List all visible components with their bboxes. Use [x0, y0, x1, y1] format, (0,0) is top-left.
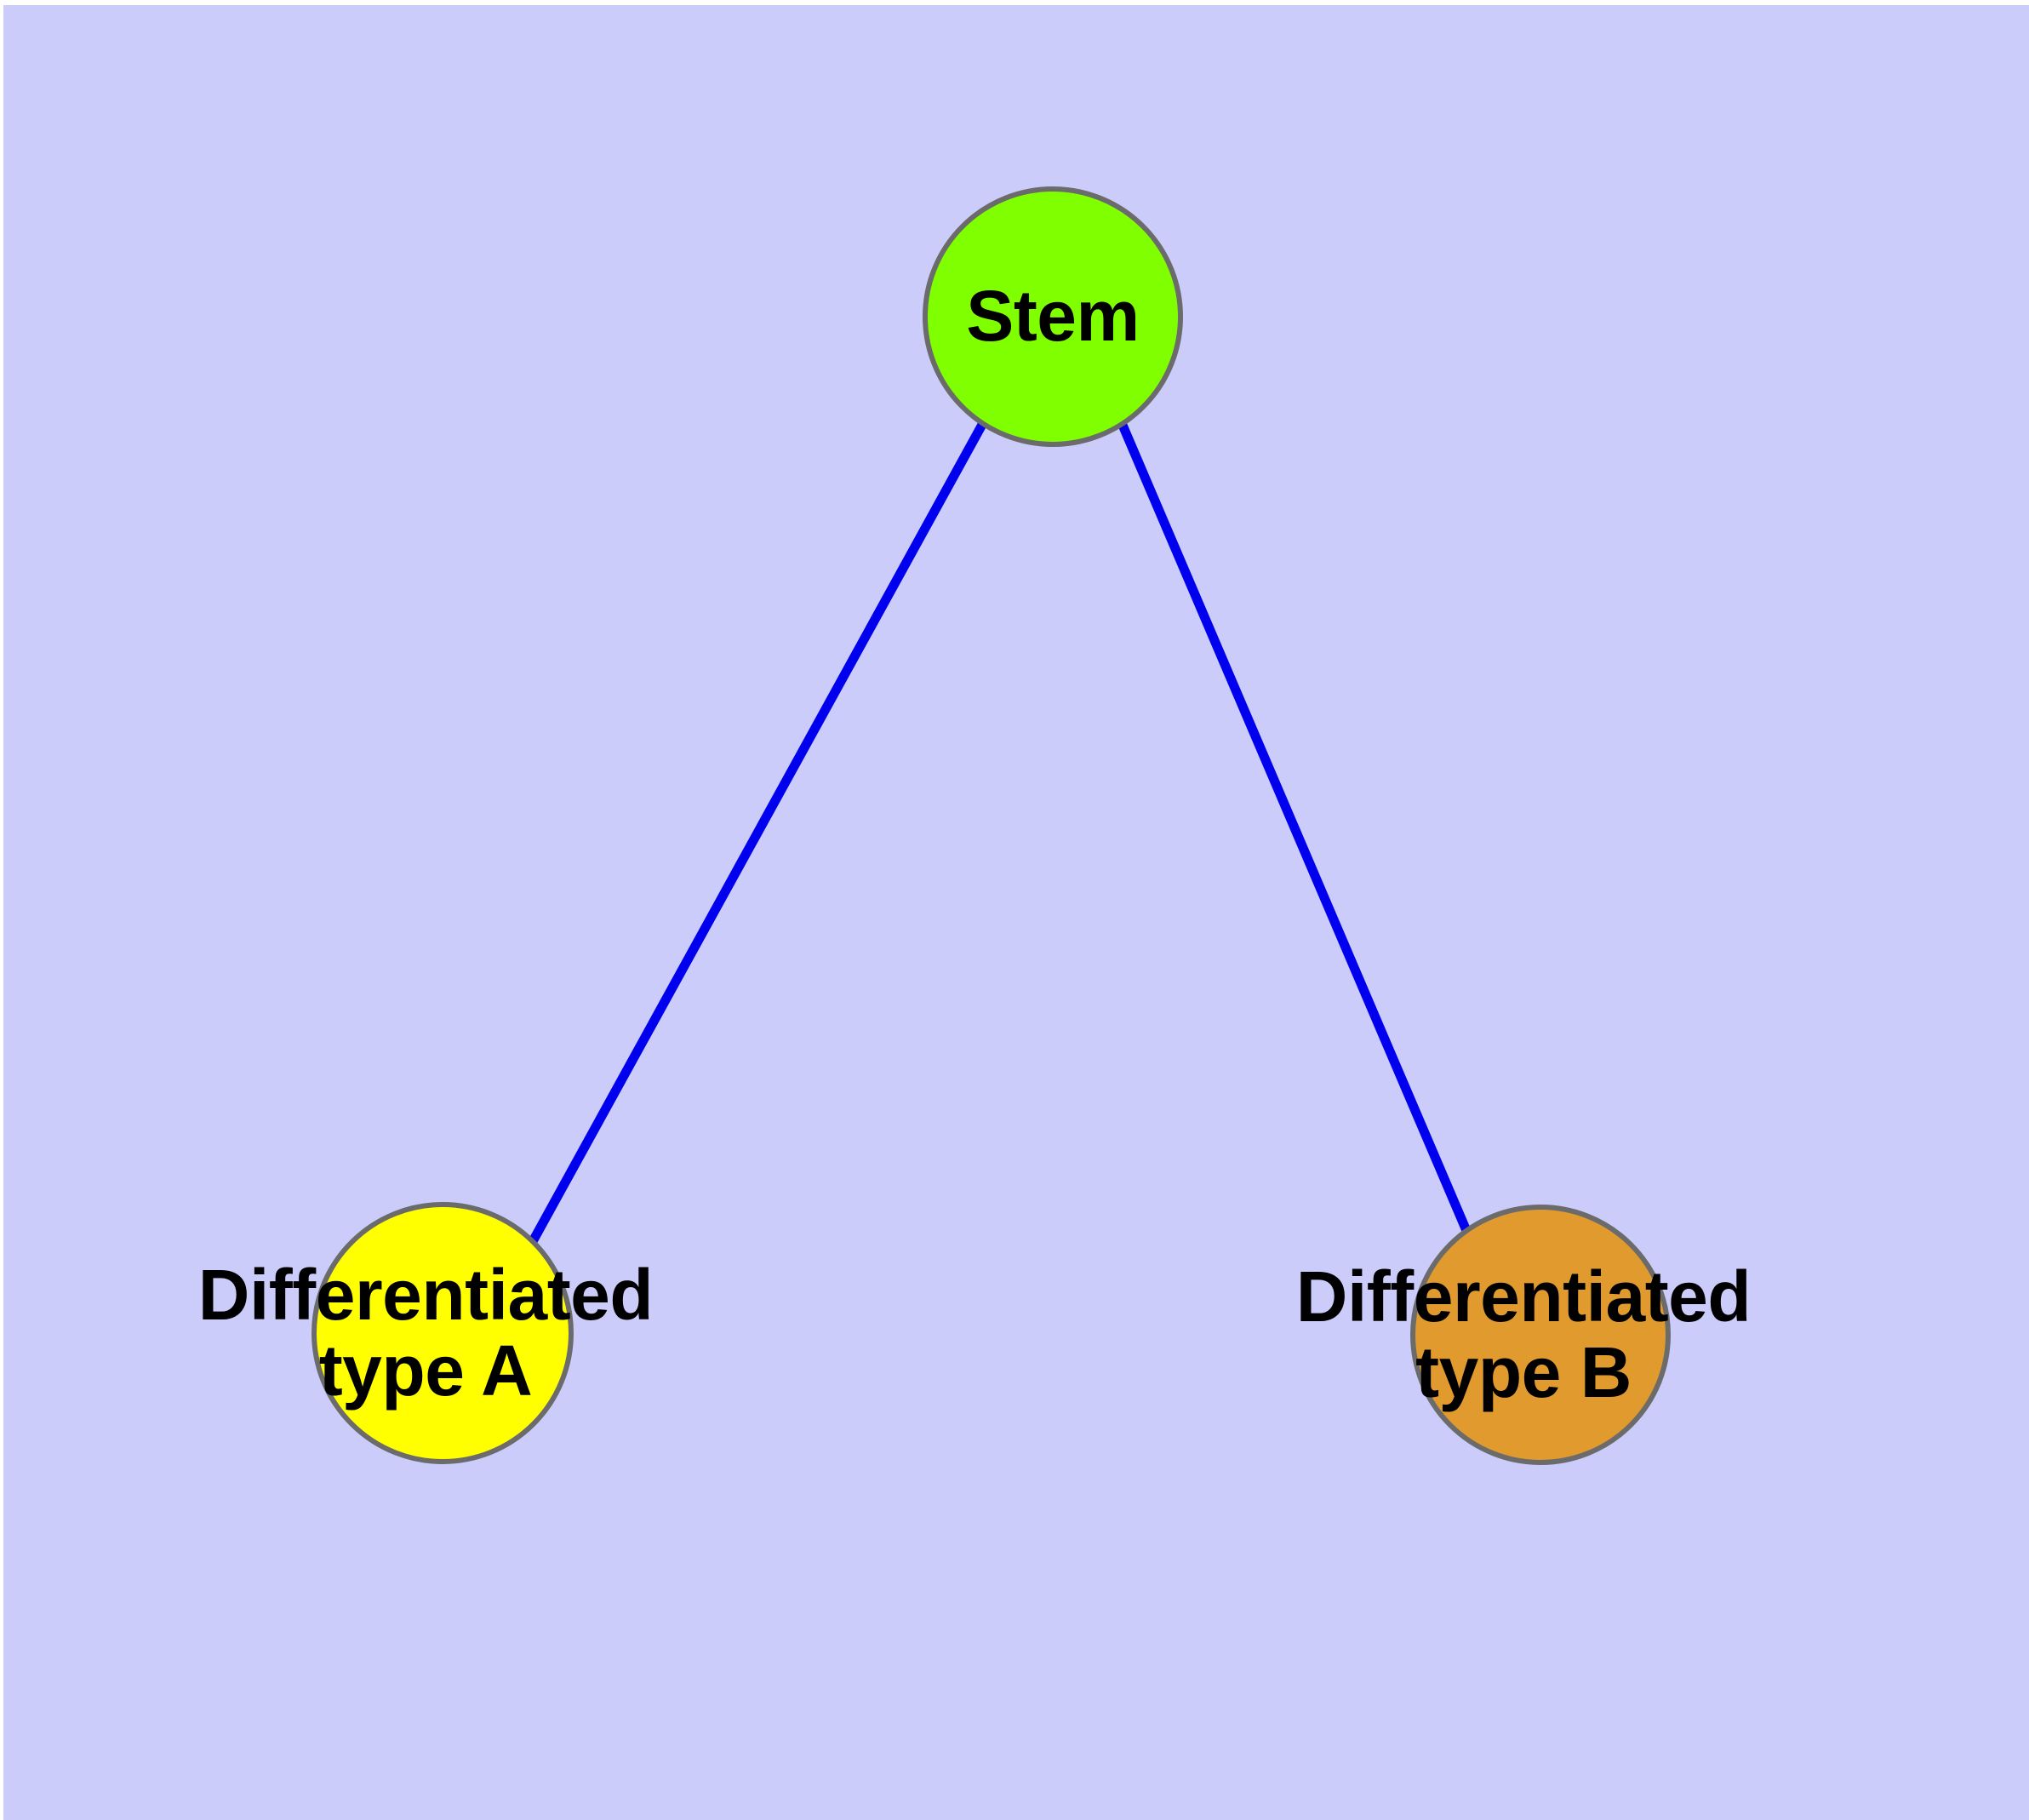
nodes-layer	[311, 186, 1671, 1465]
edges-layer	[528, 421, 1475, 1245]
node-circle-diff_b[interactable]	[1410, 1205, 1671, 1465]
edge-stem-diff-b[interactable]	[1117, 421, 1475, 1241]
node-circle-diff_a[interactable]	[311, 1202, 574, 1464]
edge-stem-diff-a[interactable]	[528, 421, 987, 1245]
node-circle-stem[interactable]	[923, 186, 1183, 447]
